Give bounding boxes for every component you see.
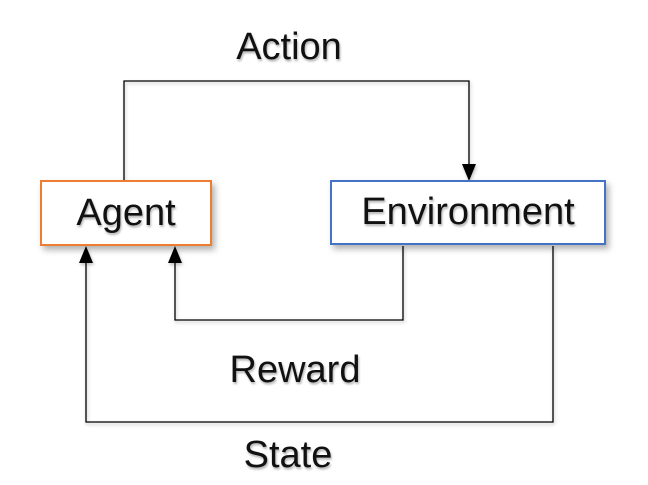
environment-node: Environment xyxy=(330,180,606,245)
state-edge-label: State xyxy=(243,434,333,476)
reward-arrowhead-icon xyxy=(168,246,182,263)
action-edge-label: Action xyxy=(236,26,342,68)
agent-node: Agent xyxy=(40,180,212,246)
action-connector xyxy=(123,80,476,181)
environment-node-label: Environment xyxy=(361,191,575,233)
action-connector-line xyxy=(123,80,470,181)
action-arrowhead-icon xyxy=(462,164,476,181)
state-connector xyxy=(79,246,554,423)
agent-node-label: Agent xyxy=(76,191,176,234)
state-arrowhead-icon xyxy=(79,246,93,263)
reward-connector-line xyxy=(174,246,404,321)
reward-edge-label: Reward xyxy=(229,349,361,391)
state-connector-line xyxy=(85,246,554,423)
reward-connector xyxy=(168,246,404,321)
